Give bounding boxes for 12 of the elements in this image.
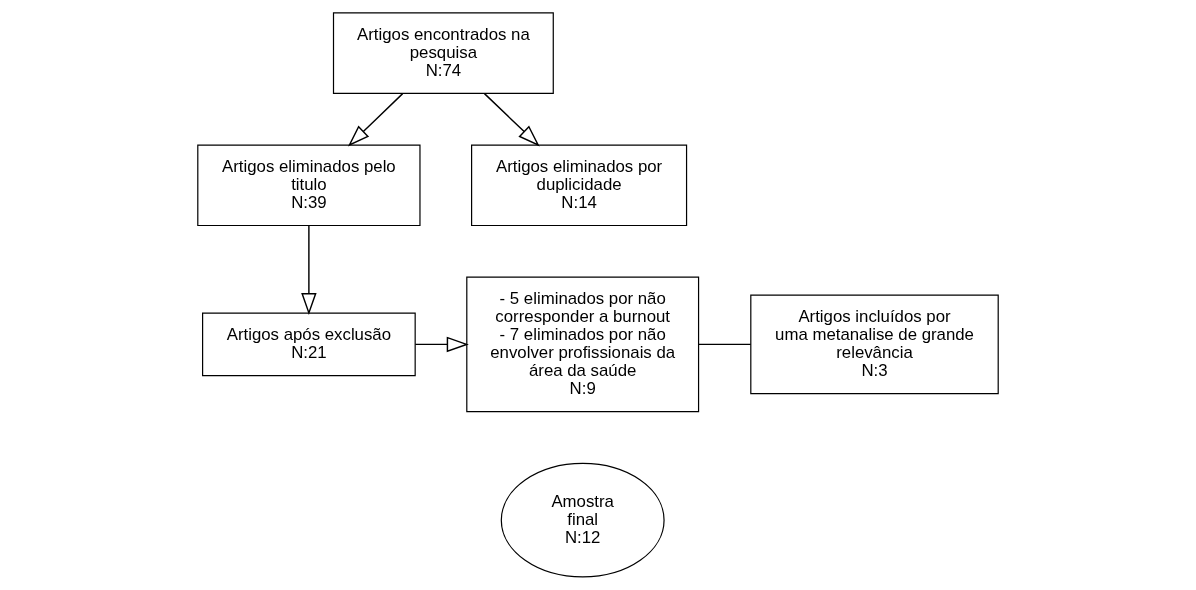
connector [698,343,752,346]
arrow [347,92,404,147]
node-box: Artigos encontrados na pesquisa N:74 [332,12,554,94]
node-ellipse: Amostra final N:12 [500,462,665,578]
node-box: Artigos após exclusão N:21 [202,312,416,377]
node-box: Artigos eliminados pelo titulo N:39 [197,144,421,227]
node-box: Artigos incluídos por uma metanalise de grande relevância N:3 [750,294,999,395]
node-box: - 5 eliminados por não corresponder a burnout - 7 eliminados por não envolver profissionais da área da saúde N:9 [466,276,700,413]
arrow [301,224,317,316]
arrow [414,336,469,353]
node-box: Artigos eliminados por duplicidade N:14 [471,144,688,227]
arrow [483,92,540,147]
